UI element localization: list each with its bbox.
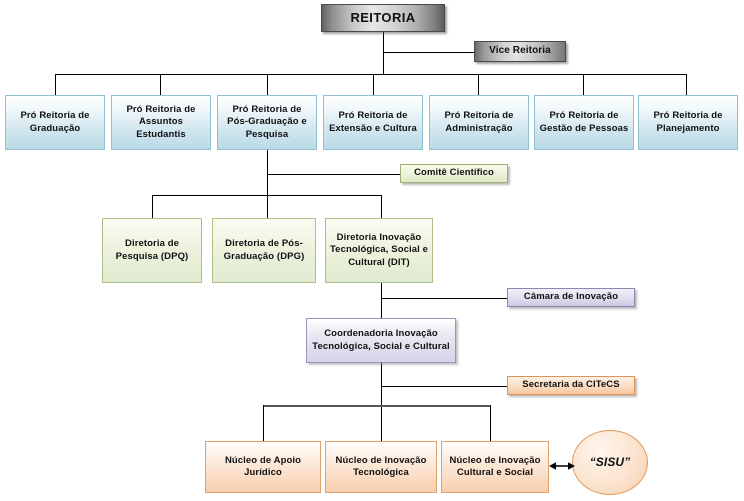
node-diretoria-inovacao-tecnologica-label: Diretoria Inovação Tecnológica, Social e… (329, 231, 428, 268)
node-sisu-label: “SISU” (589, 455, 631, 470)
node-pro-reitoria-gestao-pessoas-label: Pró Reitoria de Gestão de Pessoas (539, 110, 629, 134)
node-diretoria-pesquisa[interactable]: Diretoria de Pesquisa (DPQ) (102, 218, 202, 283)
double-arrow-icon (549, 459, 575, 473)
node-diretoria-pos-graduacao[interactable]: Diretoria de Pós-Graduação (DPG) (212, 218, 316, 283)
node-pro-reitoria-extensao-cultura[interactable]: Pró Reitoria de Extensão e Cultura (323, 95, 423, 150)
node-diretoria-pos-graduacao-label: Diretoria de Pós-Graduação (DPG) (223, 238, 305, 262)
connector-to-comite (267, 174, 400, 175)
node-nucleo-apoio-juridico-label: Núcleo de Apoio Jurídico (224, 454, 302, 479)
connector-drop-pro-7 (686, 74, 687, 95)
node-pro-reitoria-extensao-cultura-label: Pró Reitoria de Extensão e Cultura (329, 110, 417, 134)
node-camara-inovacao-label: Câmara de Inovação (523, 291, 619, 303)
connector-drop-diretoria-3 (381, 195, 382, 218)
connector-drop-pro-6 (583, 74, 584, 95)
connector-proreitoria-bus (55, 74, 686, 75)
node-nucleo-inovacao-tecnologica[interactable]: Núcleo de Inovação Tecnológica (325, 441, 437, 493)
connector-drop-pro-2 (160, 74, 161, 95)
node-secretaria-citecs[interactable]: Secretaria da CITeCS (507, 376, 635, 395)
node-pro-reitoria-pos-graduacao-pesquisa-label: Pró Reitoria de Pós-Graduação e Pesquisa (227, 103, 307, 140)
node-sisu[interactable]: “SISU” (572, 430, 648, 495)
node-pro-reitoria-pos-graduacao-pesquisa[interactable]: Pró Reitoria de Pós-Graduação e Pesquisa (217, 95, 317, 150)
node-camara-inovacao[interactable]: Câmara de Inovação (507, 288, 635, 307)
node-vice-reitoria-label: Vice Reitoria (489, 45, 551, 57)
node-diretoria-inovacao-tecnologica[interactable]: Diretoria Inovação Tecnológica, Social e… (325, 218, 433, 283)
node-comite-cientifico[interactable]: Comitê Científico (400, 164, 508, 183)
node-comite-cientifico-label: Comitê Científico (414, 167, 494, 179)
node-diretoria-pesquisa-label: Diretoria de Pesquisa (DPQ) (115, 238, 189, 262)
connector-diretorias-bus (152, 195, 381, 196)
connector-root-to-vice (383, 52, 474, 53)
node-coordenadoria-citecs[interactable]: Coordenadoria Inovação Tecnológica, Soci… (306, 318, 456, 363)
node-nucleo-inovacao-cultural-social[interactable]: Núcleo de Inovação Cultural e Social (441, 441, 549, 493)
node-pro-reitoria-assuntos-estudantis[interactable]: Pró Reitoria de Assuntos Estudantis (111, 95, 211, 150)
node-reitoria-label: REITORIA (350, 9, 416, 25)
connector-drop-nucleo-1 (263, 405, 264, 441)
node-pro-reitoria-gestao-pessoas[interactable]: Pró Reitoria de Gestão de Pessoas (534, 95, 634, 150)
connector-root-trunk (383, 32, 384, 74)
node-pro-reitoria-graduacao-label: Pró Reitoria de Graduação (20, 110, 90, 134)
connector-drop-pro-5 (478, 74, 479, 95)
node-reitoria[interactable]: REITORIA (321, 4, 445, 32)
connector-drop-pro-1 (55, 74, 56, 95)
connector-drop-pro-3 (267, 74, 268, 95)
node-vice-reitoria[interactable]: Vice Reitoria (474, 41, 566, 62)
connector-drop-pro-4 (373, 74, 374, 95)
node-pro-reitoria-assuntos-estudantis-label: Pró Reitoria de Assuntos Estudantis (126, 103, 196, 140)
connector-dit-trunk (381, 283, 382, 318)
node-secretaria-citecs-label: Secretaria da CITeCS (522, 379, 620, 391)
connector-to-secretaria (381, 386, 507, 387)
connector-drop-diretoria-1 (152, 195, 153, 218)
node-pro-reitoria-planejamento[interactable]: Pró Reitoria de Planejamento (638, 95, 738, 150)
node-pro-reitoria-planejamento-label: Pró Reitoria de Planejamento (653, 110, 723, 134)
node-coordenadoria-citecs-label: Coordenadoria Inovação Tecnológica, Soci… (312, 328, 450, 352)
node-nucleo-apoio-juridico[interactable]: Núcleo de Apoio Jurídico (205, 441, 321, 493)
node-pro-reitoria-graduacao[interactable]: Pró Reitoria de Graduação (5, 95, 105, 150)
node-pro-reitoria-administracao-label: Pró Reitoria de Administração (444, 110, 514, 134)
connector-drop-nucleo-3 (490, 405, 491, 441)
connector-nucleos-bus (263, 405, 490, 407)
node-nucleo-inovacao-cultural-social-label: Núcleo de Inovação Cultural e Social (449, 454, 541, 479)
node-pro-reitoria-administracao[interactable]: Pró Reitoria de Administração (429, 95, 529, 150)
connector-to-camara (381, 298, 507, 299)
node-nucleo-inovacao-tecnologica-label: Núcleo de Inovação Tecnológica (335, 454, 427, 479)
connector-posgrad-trunk (267, 150, 268, 218)
connector-coordenadoria-trunk (381, 363, 382, 441)
